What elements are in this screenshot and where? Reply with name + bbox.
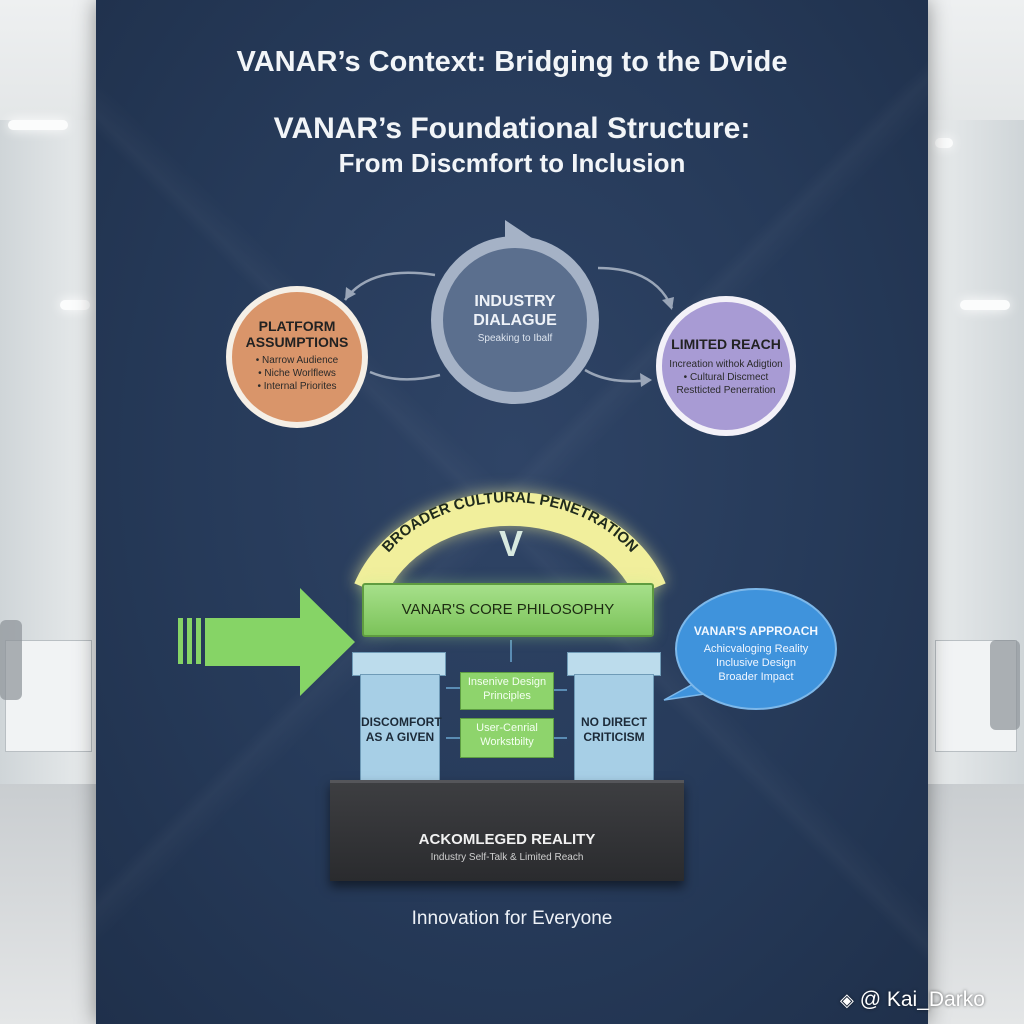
structure-title: VANAR’s Foundational Structure: (273, 112, 751, 145)
platform-item: • Narrow Audience (255, 355, 339, 366)
left-pillar: DISCOMFORT AS A GIVEN (360, 674, 442, 788)
foundation-base: ACKOMLEGED REALITY Industry Self-Talk & … (330, 780, 684, 881)
diamond-logo-icon: ◈ (840, 990, 854, 1010)
left-pillar-cap (352, 652, 446, 676)
ceiling-light (935, 138, 953, 148)
right-pillar-label: NO DIRECT CRITICISM (581, 715, 647, 744)
office-chair (0, 620, 22, 700)
arrow-head-icon (640, 373, 652, 387)
arrow-platform-to-industry (369, 370, 441, 381)
ceiling-light (960, 300, 1010, 310)
right-glass-wall (928, 120, 1024, 900)
platform-assumptions-title: PLATFORM ASSUMPTIONS (245, 318, 349, 350)
left-pillar-label: DISCOMFORT AS A GIVEN (361, 715, 442, 744)
green-arrow-icon (178, 588, 355, 696)
context-title: VANAR’s Context: Bridging to the Dvide (236, 46, 788, 78)
cultural-arch (354, 491, 666, 597)
ceiling-light (60, 300, 90, 310)
reach-item: • Cultural Discmect (683, 372, 769, 383)
design-principles-box: Insenive Design Principles (460, 672, 554, 710)
core-philosophy-label: VANAR'S CORE PHILOSOPHY (401, 601, 615, 618)
ceiling-light (8, 120, 68, 130)
arrow-head-icon (662, 297, 674, 310)
structure-subtitle: From Discmfort to Inclusion (338, 148, 686, 178)
platform-item: • Niche Worlflews (258, 368, 336, 379)
reach-item: Restticted Penerration (676, 385, 776, 396)
core-philosophy-beam: VANAR'S CORE PHILOSOPHY (362, 583, 654, 637)
approach-item: Inclusive Design (715, 657, 797, 669)
industry-dialogue-circle: INDUSTRY DIALAGUE Speaking to Ibalf (431, 236, 599, 404)
user-central-box: User-Cenrial Workstbilty (460, 718, 554, 758)
approach-title: VANAR'S APPROACH (693, 624, 819, 638)
watermark-handle: @ Kai_Darko (859, 988, 985, 1011)
platform-assumptions-circle: PLATFORM ASSUMPTIONS • Narrow Audience •… (226, 286, 368, 428)
arrow-industry-to-reach (597, 266, 674, 309)
arrow-head-icon (345, 287, 356, 300)
approach-speech-bubble: VANAR'S APPROACH Achicvaloging Reality I… (675, 588, 837, 710)
office-chair (990, 640, 1020, 730)
limited-reach-title: LIMITED REACH (671, 336, 781, 352)
foundation-title: ACKOMLEGED REALITY (418, 831, 596, 848)
user-central-label: User-Cenrial Workstbilty (476, 722, 538, 748)
left-glass-wall (0, 120, 96, 900)
right-pillar-cap (567, 652, 661, 676)
vanar-logo-icon: V (499, 523, 523, 564)
approach-item: Achicvaloging Reality (703, 643, 809, 655)
arrow-to-platform (343, 271, 436, 301)
limited-reach-circle: LIMITED REACH Increation withok Adigtion… (656, 296, 796, 436)
approach-item: Broader Impact (718, 671, 794, 683)
tagline: Innovation for Everyone (411, 908, 613, 929)
design-principles-label: Insenive Design Principles (467, 676, 547, 702)
industry-dialogue-title: INDUSTRY DIALAGUE (473, 293, 557, 329)
watermark: ◈ @ Kai_Darko (840, 988, 1020, 1012)
foundation-subtitle: Industry Self-Talk & Limited Reach (430, 852, 584, 863)
platform-item: • Internal Priorites (257, 381, 337, 392)
reach-item: Increation withok Adigtion (669, 359, 783, 370)
industry-dialogue-subtitle: Speaking to Ibalf (477, 333, 553, 344)
right-pillar: NO DIRECT CRITICISM (574, 674, 654, 788)
